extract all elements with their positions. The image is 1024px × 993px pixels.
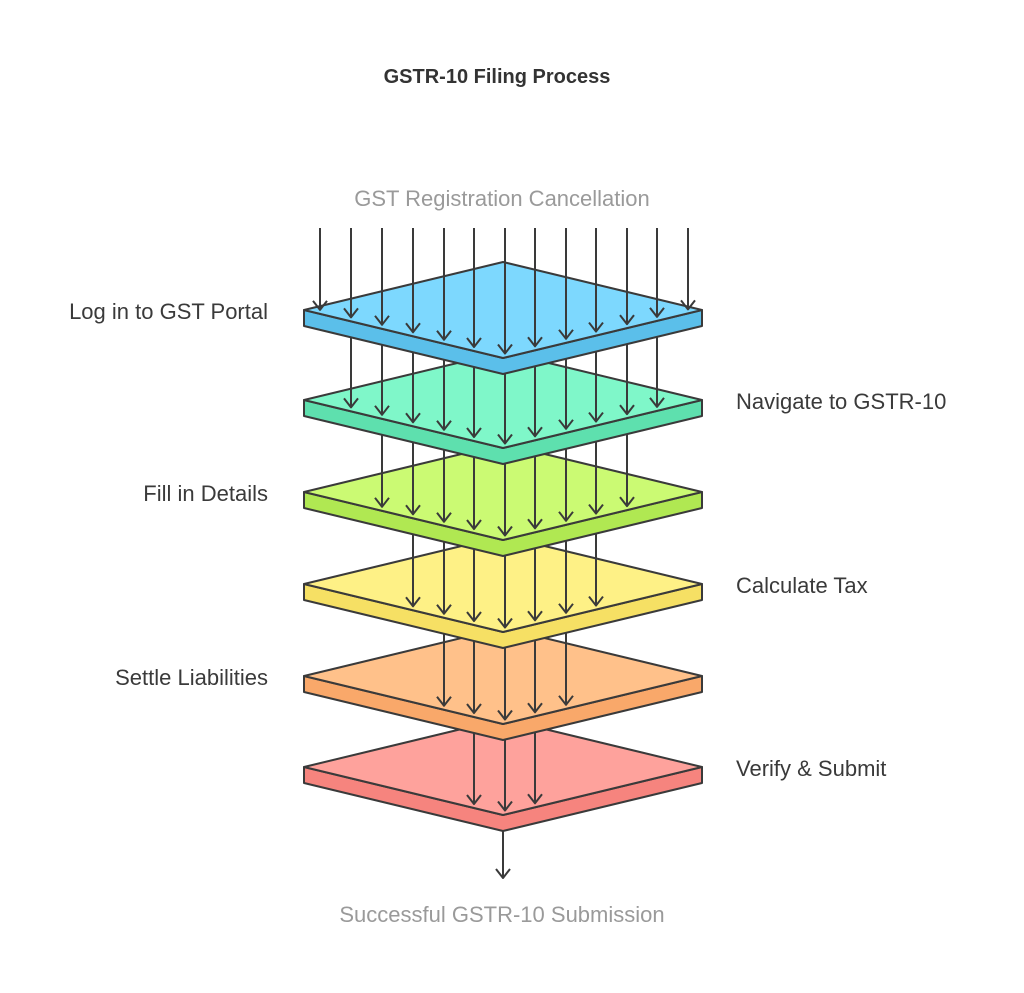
flow-arrow xyxy=(374,434,390,508)
flow-arrow xyxy=(497,373,513,445)
layer-5-arrows xyxy=(436,632,574,721)
flow-arrow xyxy=(466,733,482,806)
flow-arrow xyxy=(527,548,543,622)
layer-3-arrows xyxy=(374,434,635,537)
flow-arrow xyxy=(558,228,574,340)
layer-6-arrows xyxy=(466,732,543,812)
flow-arrow xyxy=(405,228,421,334)
flow-arrow xyxy=(619,434,635,508)
flow-arrow xyxy=(497,647,513,721)
step-label-4: Calculate Tax xyxy=(736,573,868,598)
flow-arrow xyxy=(497,228,513,355)
layer-4-arrows xyxy=(405,533,604,629)
step-label-5: Settle Liabilities xyxy=(115,665,268,690)
flow-arrow xyxy=(343,228,359,319)
flow-arrow xyxy=(405,442,421,516)
diagram-title: GSTR-10 Filing Process xyxy=(384,66,611,88)
layer-2 xyxy=(303,336,703,465)
flow-arrow xyxy=(649,228,665,318)
flow-arrow xyxy=(466,457,482,531)
flow-arrow xyxy=(558,632,574,706)
flow-arrow xyxy=(466,641,482,715)
flow-arrow xyxy=(405,352,421,424)
layer-5 xyxy=(303,627,703,741)
flow-arrow xyxy=(527,366,543,438)
flow-arrow xyxy=(405,534,421,608)
flow-arrow xyxy=(558,448,574,522)
flow-arrow xyxy=(588,533,604,607)
flow-arrow xyxy=(343,337,359,409)
flow-arrow xyxy=(558,358,574,430)
flow-arrow xyxy=(436,228,452,341)
layer-3 xyxy=(303,434,703,557)
flow-arrow xyxy=(466,367,482,439)
step-label-2: Navigate to GSTR-10 xyxy=(736,389,946,414)
flow-arrow xyxy=(374,228,390,326)
flow-arrow xyxy=(436,449,452,523)
layer-1 xyxy=(303,228,703,375)
layer-6 xyxy=(303,718,703,832)
flow-arrow xyxy=(619,344,635,416)
flow-arrows xyxy=(495,831,511,879)
layer-stack xyxy=(303,228,703,832)
input-label: GST Registration Cancellation xyxy=(354,186,650,211)
step-label-1: Log in to GST Portal xyxy=(69,299,268,324)
flow-arrow xyxy=(374,344,390,416)
flow-arrow xyxy=(619,228,635,326)
flow-arrow xyxy=(436,633,452,707)
layer-2-arrows xyxy=(343,336,665,445)
flow-arrow xyxy=(497,739,513,812)
flow-arrow xyxy=(436,359,452,431)
flow-arrow xyxy=(558,540,574,614)
flow-arrow xyxy=(527,732,543,805)
flow-arrow xyxy=(497,555,513,629)
flow-arrow xyxy=(312,228,328,311)
flow-arrow xyxy=(527,456,543,530)
step-label-6: Verify & Submit xyxy=(736,756,886,781)
flow-arrow xyxy=(680,228,696,311)
step-labels: Verify & Submit Settle Liabilities Calcula… xyxy=(69,299,946,781)
layer-1-arrows xyxy=(312,228,696,355)
flow-arrow xyxy=(588,228,604,333)
step-label-3: Fill in Details xyxy=(143,481,268,506)
output-label: Successful GSTR-10 Submission xyxy=(339,902,664,927)
flow-arrow xyxy=(497,463,513,537)
layer-4 xyxy=(303,533,703,649)
flow-arrow xyxy=(649,336,665,408)
output-arrow xyxy=(495,831,511,879)
flow-arrow xyxy=(527,228,543,348)
flow-arrow xyxy=(466,549,482,623)
flow-arrow xyxy=(466,228,482,349)
flow-arrow xyxy=(588,351,604,423)
flow-arrow xyxy=(436,541,452,615)
flow-arrow xyxy=(527,640,543,714)
flow-arrow xyxy=(588,441,604,515)
